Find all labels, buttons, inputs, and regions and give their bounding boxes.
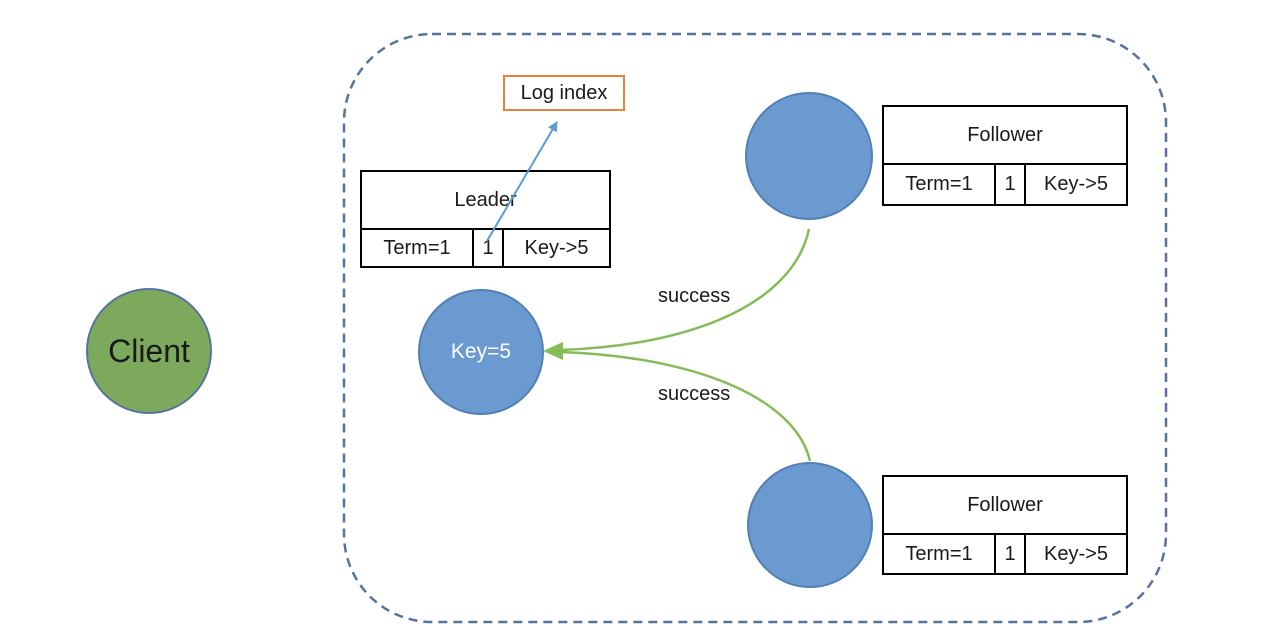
leader-table-row: Term=1 1 Key->5 bbox=[362, 230, 609, 266]
follower-bottom-term-cell: Term=1 bbox=[884, 535, 996, 573]
follower-top-logindex-cell: 1 bbox=[996, 165, 1026, 204]
log-index-label: Log index bbox=[520, 81, 608, 104]
success-edge-bottom bbox=[560, 350, 812, 462]
follower-top-table-row: Term=1 1 Key->5 bbox=[884, 165, 1126, 204]
leader-state-label: Key=5 bbox=[450, 340, 512, 363]
follower-bottom-node bbox=[747, 462, 873, 588]
leader-entry-cell: Key->5 bbox=[524, 236, 589, 259]
log-index-box: Log index bbox=[503, 75, 625, 111]
success-arrowhead-icon bbox=[543, 342, 563, 360]
follower-top-node bbox=[745, 92, 873, 220]
follower-top-table-title: Follower bbox=[884, 107, 1126, 165]
client-node-label: Client bbox=[108, 332, 190, 369]
leader-term-cell: Term=1 bbox=[362, 230, 474, 266]
follower-bottom-table: Follower Term=1 1 Key->5 bbox=[882, 475, 1128, 575]
client-node: Client bbox=[86, 288, 212, 414]
follower-top-entry-cell: Key->5 bbox=[1044, 173, 1108, 195]
success-label-bottom: success bbox=[658, 383, 731, 405]
leader-logindex-cell: 1 bbox=[474, 230, 504, 266]
follower-bottom-logindex-cell: 1 bbox=[996, 535, 1026, 573]
follower-bottom-table-row: Term=1 1 Key->5 bbox=[884, 535, 1126, 573]
leader-table-title: Leader bbox=[362, 172, 609, 230]
follower-bottom-table-title: Follower bbox=[884, 477, 1126, 535]
leader-table: Leader Term=1 1 Key->5 bbox=[360, 170, 611, 268]
follower-top-table: Follower Term=1 1 Key->5 bbox=[882, 105, 1128, 206]
follower-bottom-entry-cell: Key->5 bbox=[1044, 542, 1108, 565]
success-label-top: success bbox=[658, 285, 731, 307]
leader-state-node: Key=5 bbox=[418, 289, 544, 415]
follower-top-term-cell: Term=1 bbox=[884, 165, 996, 204]
